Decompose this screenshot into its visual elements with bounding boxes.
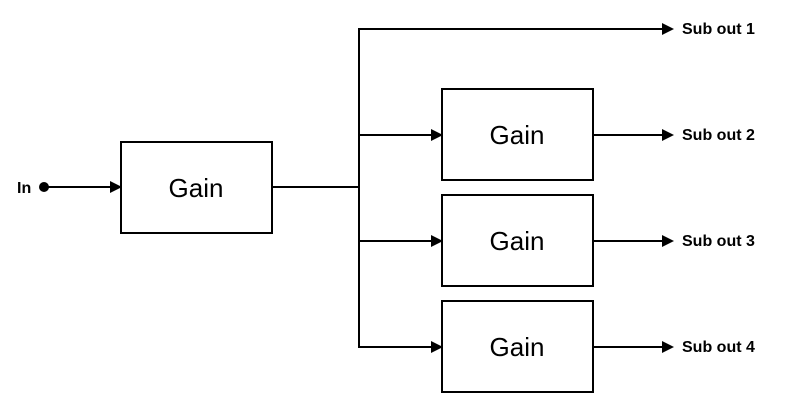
- sub-out-4-arrowhead: [662, 341, 674, 353]
- sub-gain-block-4: [441, 300, 594, 393]
- sub-gain-label-2: Gain: [490, 120, 545, 150]
- sub-out-4-label: Sub out 4: [682, 339, 755, 356]
- input-arrowhead: [110, 181, 122, 193]
- branch-3-in-arrowhead: [431, 235, 443, 247]
- sub-gain-label-4: Gain: [490, 332, 545, 362]
- input-label: In: [17, 180, 31, 197]
- branch-2-in-arrowhead: [431, 129, 443, 141]
- sub-out-3-label: Sub out 3: [682, 233, 755, 250]
- sub-out-1-label: Sub out 1: [682, 21, 755, 38]
- sub-out-2-arrowhead: [662, 129, 674, 141]
- main-gain-label: Gain: [169, 173, 224, 203]
- branch-4-in-arrowhead: [431, 341, 443, 353]
- main-gain-block: [120, 141, 273, 234]
- sub-gain-block-3: [441, 194, 594, 287]
- sub-out-2-label: Sub out 2: [682, 127, 755, 144]
- sub-out-1-arrowhead: [662, 23, 674, 35]
- sub-out-3-arrowhead: [662, 235, 674, 247]
- sub-gain-label-3: Gain: [490, 226, 545, 256]
